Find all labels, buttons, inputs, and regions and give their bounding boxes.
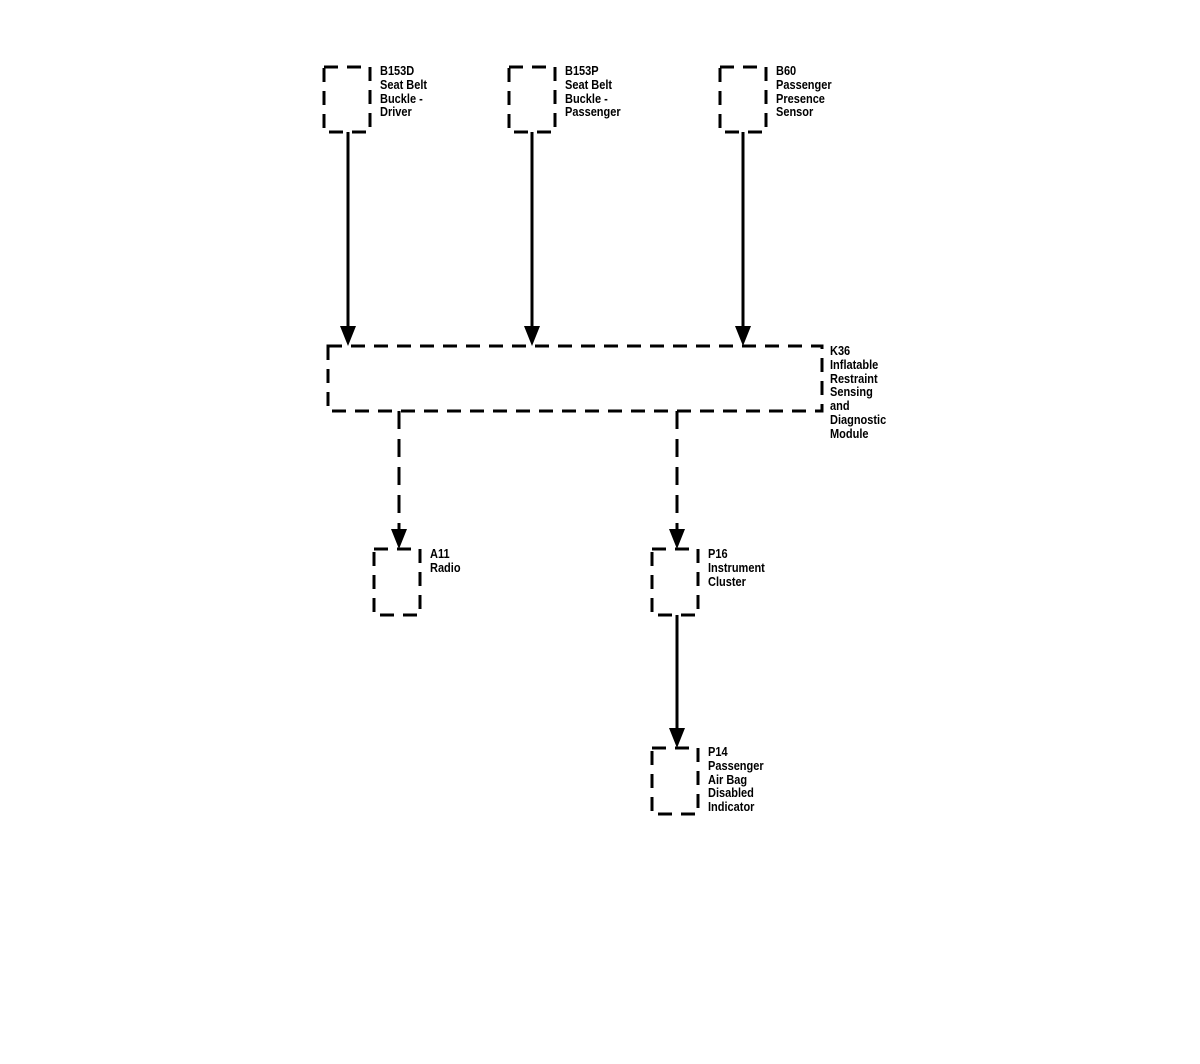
label-line: Passenger: [565, 105, 621, 120]
p16-box: [650, 547, 700, 617]
label-line: Instrument: [708, 560, 765, 575]
label-line: Restraint: [830, 371, 878, 386]
arrowhead: [391, 529, 407, 549]
label-line: Indicator: [708, 800, 755, 815]
label-line: Module: [830, 426, 869, 441]
label-line: Seat Belt: [380, 77, 428, 92]
arrowhead: [340, 326, 356, 346]
wire-b60-to-k36: [735, 132, 751, 346]
label-line: A11: [430, 547, 450, 561]
label-line: Buckle -: [565, 91, 608, 106]
label-line: Sensing: [830, 385, 873, 400]
label-line: Air Bag: [708, 772, 748, 787]
label-line: Passenger: [776, 77, 832, 92]
k36-box: [326, 344, 824, 413]
wire-k36-to-p16: [669, 411, 685, 549]
arrowhead: [524, 326, 540, 346]
wire-b153p-to-k36: [524, 132, 540, 346]
label-line: K36: [830, 344, 851, 358]
label-line: Inflatable: [830, 357, 879, 372]
p14-box: [650, 746, 700, 816]
label-line: Buckle -: [380, 91, 423, 106]
label-line: Cluster: [708, 574, 746, 589]
label-line: Radio: [430, 560, 461, 575]
label-line: and: [830, 399, 850, 414]
wire-k36-to-a11: [391, 411, 407, 549]
label-line: Disabled: [708, 786, 754, 801]
label-line: P14: [708, 745, 728, 759]
label-line: Diagnostic: [830, 412, 887, 427]
label-line: B60: [776, 64, 797, 78]
a11-box: [372, 547, 422, 617]
label-line: Passenger: [708, 758, 764, 773]
b153d-box: [322, 65, 372, 134]
label-line: P16: [708, 547, 728, 561]
label-line: Sensor: [776, 105, 814, 120]
label-line: Presence: [776, 91, 825, 106]
label-line: Driver: [380, 105, 412, 120]
label-line: B153P: [565, 64, 599, 78]
label-line: B153D: [380, 64, 415, 78]
b153p-box: [507, 65, 557, 134]
arrowhead: [735, 326, 751, 346]
b60-box: [718, 65, 768, 134]
label-line: Seat Belt: [565, 77, 613, 92]
wire-b153d-to-k36: [340, 132, 356, 346]
wire-p16-to-p14: [669, 615, 685, 748]
arrowhead: [669, 529, 685, 549]
arrowhead: [669, 728, 685, 748]
